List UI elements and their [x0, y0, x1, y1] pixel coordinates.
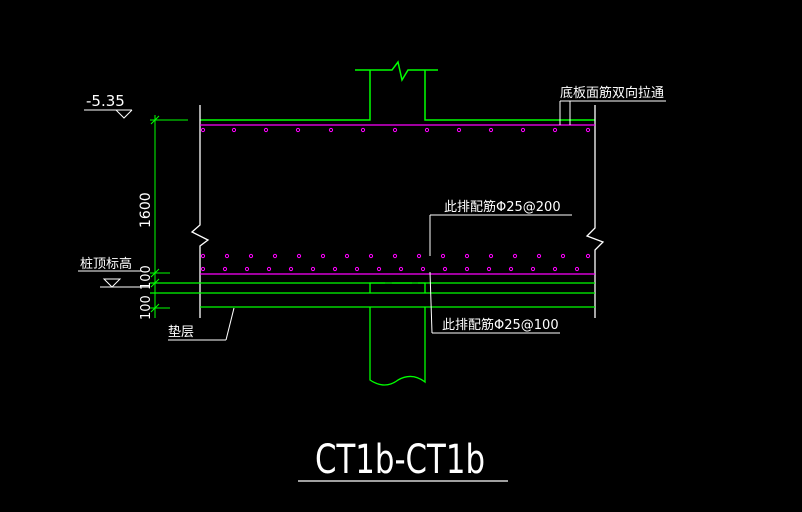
- dim-100-upper: 100: [139, 265, 154, 290]
- dim-1600: 1600: [138, 192, 154, 228]
- pile: [369, 282, 426, 386]
- middle-rebar-note: 此排配筋Φ25@200: [444, 199, 561, 215]
- rebar-dots-top: [200, 127, 591, 133]
- rebar-dots-bottom: [200, 266, 580, 272]
- pile-top-label: 桩顶标高: [80, 256, 132, 272]
- section-title: CT1b-CT1b: [315, 437, 485, 483]
- slab-outline: [190, 105, 605, 318]
- cushion-leader: [168, 307, 235, 341]
- dim-100-lower: 100: [139, 295, 154, 320]
- column-stub: [200, 60, 595, 121]
- elevation-label: -5.35: [86, 92, 125, 110]
- bottom-rebar-leader: [429, 271, 560, 334]
- elevation-marker: [84, 109, 133, 119]
- cushion-layer: [150, 282, 595, 308]
- top-rebar-note: 底板面筋双向拉通: [560, 85, 664, 101]
- dimension-lines: [150, 115, 188, 318]
- rebar-lines: [200, 124, 595, 275]
- top-rebar-leader: [559, 100, 666, 125]
- cushion-label: 垫层: [168, 324, 194, 340]
- rebar-dots-middle: [200, 253, 591, 259]
- middle-rebar-leader: [429, 214, 572, 256]
- bottom-rebar-note: 此排配筋Φ25@100: [442, 317, 559, 333]
- pile-top-marker: [78, 270, 150, 288]
